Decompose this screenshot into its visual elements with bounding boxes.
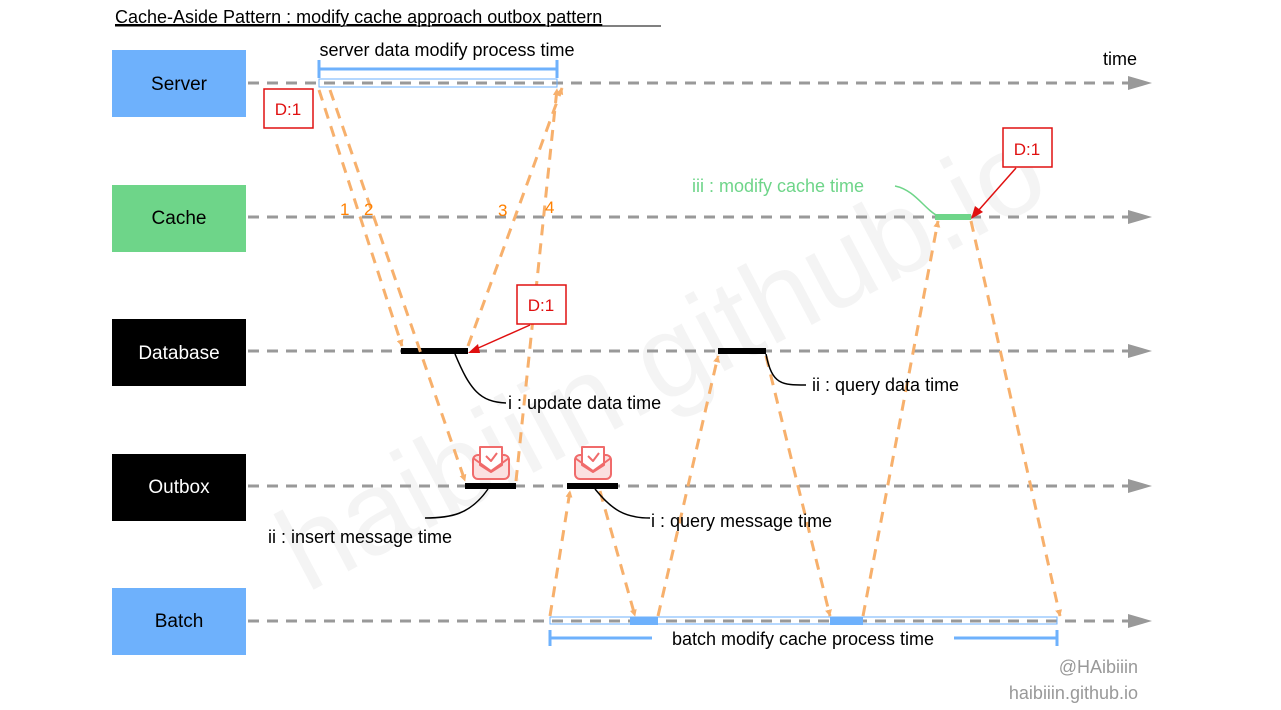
step-number: 2 — [364, 200, 373, 219]
svg-text:D:1: D:1 — [275, 100, 301, 119]
lane-server: Server — [112, 50, 246, 117]
data-tag-database: D:1 — [468, 284, 567, 353]
annotation-insert-message: ii : insert message time — [268, 527, 452, 547]
timeline-arrowheads — [1128, 76, 1152, 628]
batch-process-label: batch modify cache process time — [672, 629, 934, 649]
data-tag-server: D:1 — [263, 88, 314, 129]
annotation-modify-cache: iii : modify cache time — [692, 176, 864, 196]
step-number: 3 — [498, 201, 507, 220]
lane-cache: Cache — [112, 185, 246, 252]
svg-text:D:1: D:1 — [1014, 140, 1040, 159]
credit-site: haibiiin.github.io — [1009, 683, 1138, 703]
server-process-label: server data modify process time — [319, 40, 574, 60]
svg-text:Batch: Batch — [155, 611, 204, 632]
lane-outbox: Outbox — [112, 454, 246, 521]
lane-database: Database — [112, 319, 246, 386]
step-number: 4 — [545, 198, 554, 217]
annotation-query-data: ii : query data time — [812, 375, 959, 395]
flow-arrows — [317, 87, 1063, 617]
lane-batch: Batch — [112, 588, 246, 655]
batch-read-blocks — [630, 617, 863, 625]
time-axis-label: time — [1103, 49, 1137, 69]
credit-handle: @HAibiiin — [1059, 657, 1138, 677]
data-tag-cache: D:1 — [971, 127, 1053, 219]
step-number: 1 — [340, 200, 349, 219]
diagram-title: Cache-Aside Pattern : modify cache appro… — [115, 7, 602, 27]
svg-text:D:1: D:1 — [528, 296, 554, 315]
svg-text:Database: Database — [138, 343, 219, 364]
annotation-query-message: i : query message time — [651, 511, 832, 531]
step-numbers: 1 2 3 4 — [340, 198, 554, 220]
mail-icon — [574, 446, 612, 480]
mail-icon — [472, 446, 510, 480]
svg-text:Cache: Cache — [152, 208, 207, 229]
operation-bars — [401, 214, 971, 489]
svg-text:Outbox: Outbox — [148, 477, 210, 498]
callout-lines — [424, 185, 939, 519]
svg-text:Server: Server — [151, 74, 208, 95]
server-process-span — [317, 60, 559, 88]
annotation-update-data: i : update data time — [508, 393, 661, 413]
